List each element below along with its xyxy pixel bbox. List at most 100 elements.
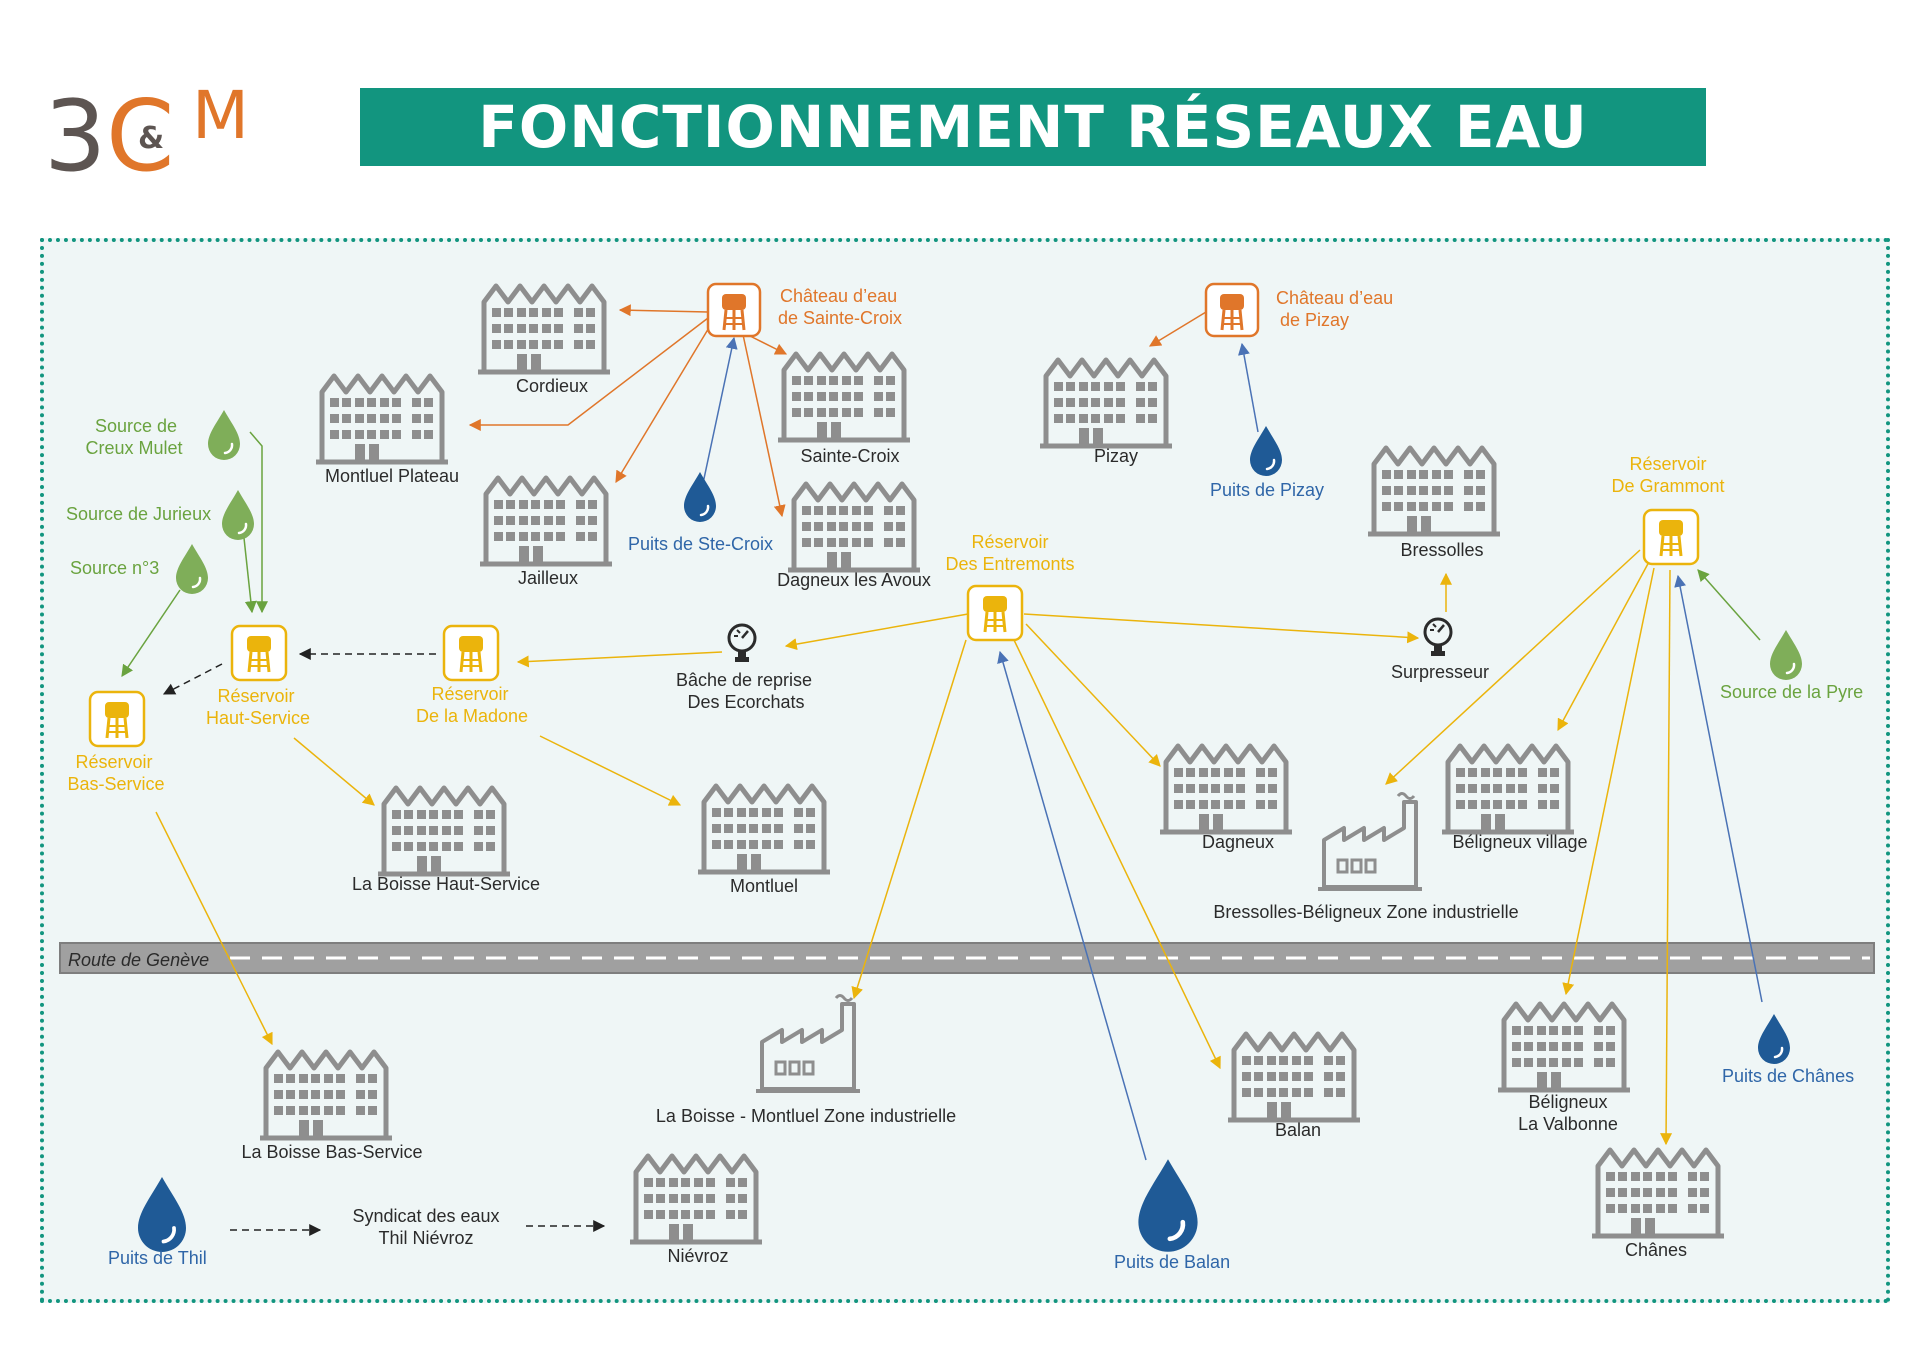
reservoir-bas-service-label-2: Bas-Service	[67, 774, 164, 794]
flow-creux-mulet	[249, 431, 268, 614]
yellow-flows	[155, 549, 1673, 1146]
flow-source-pyre	[1697, 569, 1761, 641]
reservoir-grammont-label-2: De Grammont	[1611, 476, 1724, 496]
black-dashed-flows	[162, 648, 606, 1236]
page-title-banner: FONCTIONNEMENT RÉSEAUX EAU POTABLE	[360, 88, 1706, 239]
flow-puits-balan	[997, 650, 1147, 1161]
water-tower-icon	[103, 700, 131, 740]
surpresseur-label: Surpresseur	[1391, 662, 1489, 682]
flow-bache-madone	[516, 651, 723, 668]
balan-label: Balan	[1275, 1120, 1321, 1140]
flow-puits-pizay	[1238, 342, 1259, 433]
flow-puits-ste-croix	[701, 336, 738, 489]
reservoir-entremonts-label-2: Des Entremonts	[945, 554, 1074, 574]
jailleux-label: Jailleux	[518, 568, 578, 588]
pizay-label: Pizay	[1094, 446, 1138, 466]
drop-icon	[682, 470, 718, 524]
montluel-plateau-building-icon	[316, 376, 448, 462]
water-tower-icon	[720, 292, 748, 332]
flow-entremonts-surpresseur	[1023, 613, 1420, 644]
flow-stecroix-dagneux-avoux	[741, 329, 786, 518]
pressure-gauge-icon	[727, 623, 757, 664]
reservoir-bas-service-label-1: Réservoir	[75, 752, 152, 772]
reservoir-haut-service: Réservoir Haut-Service	[206, 624, 310, 728]
page-title: FONCTIONNEMENT RÉSEAUX EAU POTABLE	[478, 93, 1588, 239]
water-tower-icon	[981, 594, 1009, 634]
cordieux-label: Cordieux	[516, 376, 588, 396]
flow-basservice-boisse-bas	[155, 811, 273, 1046]
reservoir-entremonts: Réservoir Des Entremonts	[945, 532, 1075, 642]
flow-entremonts-boisse-zi	[851, 639, 967, 1000]
flow-grammont-beligneux-village	[1557, 559, 1651, 732]
flow-puits-chanes	[1674, 574, 1763, 1003]
flow-entremonts-bache	[784, 613, 969, 651]
road-route-de-geneve: Route de Genève	[59, 942, 1875, 974]
chateau-sainte-croix-label-1: Château d’eau	[780, 286, 897, 306]
chanes-label: Chânes	[1625, 1240, 1687, 1260]
puits-ste-croix-label: Puits de Ste-Croix	[628, 534, 773, 554]
nievroz-building-icon	[630, 1156, 762, 1242]
beligneux-village-building-icon	[1442, 746, 1574, 832]
source-n3-label: Source n°3	[70, 558, 159, 578]
logo-3cm: 3 C & M	[44, 78, 249, 188]
reservoir-madone: Réservoir De la Madone	[416, 624, 528, 726]
bressolles-zi-factory-icon	[1316, 791, 1424, 891]
flow-jurieux	[243, 537, 257, 614]
flow-stecroix-jailleux	[615, 325, 711, 484]
drop-icon	[206, 408, 242, 462]
reservoir-haut-service-label-1: Réservoir	[217, 686, 294, 706]
blue-flows	[701, 336, 1763, 1161]
beligneux-valbonne-label-2: La Valbonne	[1518, 1114, 1618, 1134]
boisse-zi-factory-icon	[754, 993, 862, 1093]
chateau-sainte-croix: Château d’eau de Sainte-Croix	[706, 282, 902, 338]
boisse-bas-building-icon	[260, 1052, 392, 1138]
balan-building-icon	[1228, 1034, 1360, 1120]
chateau-pizay-label-2: de Pizay	[1280, 310, 1349, 330]
syndicat-label-1: Syndicat des eaux	[352, 1206, 499, 1226]
sainte-croix-label: Sainte-Croix	[800, 446, 899, 466]
chanes-building-icon	[1592, 1150, 1724, 1236]
reservoir-haut-service-label-2: Haut-Service	[206, 708, 310, 728]
source-pyre-label: Source de la Pyre	[1720, 682, 1863, 702]
flow-grammont-bressolles-zi	[1385, 549, 1641, 785]
puits-balan-label: Puits de Balan	[1114, 1252, 1230, 1272]
drop-icon	[1248, 424, 1284, 478]
bressolles-zi-label: Bressolles-Béligneux Zone industrielle	[1213, 902, 1518, 922]
flow-grammont-chanes	[1660, 569, 1673, 1146]
logo-digit: 3	[44, 80, 106, 188]
logo-c: C	[106, 80, 174, 188]
puits-ste-croix: Puits de Ste-Croix	[628, 470, 773, 554]
source-n3: Source n°3	[70, 542, 210, 596]
bache-label-2: Des Ecorchats	[687, 692, 804, 712]
green-flows	[121, 431, 1761, 677]
road-label: Route de Genève	[68, 950, 209, 970]
puits-chanes-label: Puits de Chânes	[1722, 1066, 1854, 1086]
drop-icon	[1138, 1159, 1197, 1252]
drop-icon	[136, 1175, 188, 1254]
syndicat-label-2: Thil Niévroz	[378, 1228, 473, 1248]
dagneux-avoux-label: Dagneux les Avoux	[777, 570, 931, 590]
reservoir-entremonts-label-1: Réservoir	[971, 532, 1048, 552]
flow-pizay-village	[1148, 311, 1207, 347]
water-tower-icon	[1218, 292, 1246, 332]
montluel-label: Montluel	[730, 876, 798, 896]
reservoir-madone-label-2: De la Madone	[416, 706, 528, 726]
drop-icon	[220, 488, 256, 542]
beligneux-village-label: Béligneux village	[1452, 832, 1587, 852]
flow-stecroix-cordieux	[618, 304, 709, 317]
reservoir-madone-label-1: Réservoir	[431, 684, 508, 704]
flow-hautservice-basservice	[162, 663, 223, 695]
flow-stecroix-montluel-plateau	[468, 317, 709, 431]
puits-pizay: Puits de Pizay	[1210, 424, 1324, 500]
drop-icon	[1756, 1012, 1792, 1066]
boisse-haut-building-icon	[378, 788, 510, 874]
flow-entremonts-balan	[1013, 639, 1221, 1070]
puits-thil	[136, 1175, 188, 1254]
source-pyre: Source de la Pyre	[1720, 628, 1863, 702]
source-creux-mulet: Source de Creux Mulet	[85, 408, 242, 462]
pizay-building-icon	[1040, 360, 1172, 446]
surpresseur: Surpresseur	[1391, 617, 1489, 682]
flow-source-n3	[121, 589, 181, 677]
chateau-pizay: Château d’eau de Pizay	[1204, 282, 1393, 338]
